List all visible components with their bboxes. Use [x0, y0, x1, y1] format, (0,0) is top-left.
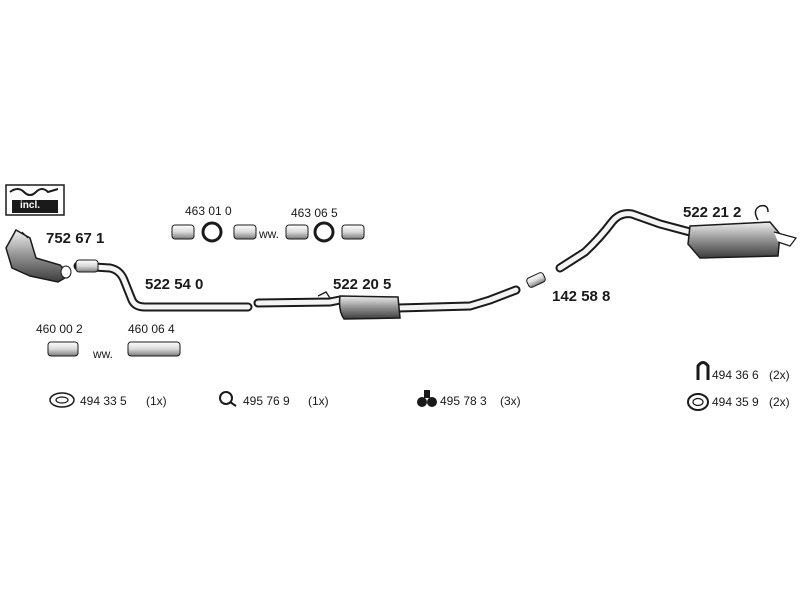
hardware-part-number: 494 36 6	[712, 368, 759, 382]
hook-hanger-icon	[696, 361, 710, 380]
clamp-set-bottom	[47, 341, 181, 357]
clamp-bottom-alt: ww.	[93, 347, 114, 361]
catalyst-part-number: 752 67 1	[46, 230, 105, 247]
clamp-bottom-part-a: 460 00 2	[36, 322, 83, 336]
hardware-part-number: 495 78 3	[440, 394, 487, 408]
hardware-quantity: (2x)	[769, 368, 790, 382]
rear-pipe	[555, 209, 695, 273]
clamp-top-part-a: 463 01 0	[185, 204, 232, 218]
hardware-part-number: 494 33 5	[80, 394, 127, 408]
hardware-part-number: 495 76 9	[243, 394, 290, 408]
middle-silencer-part-number: 522 20 5	[333, 276, 392, 293]
hardware-quantity: (1x)	[308, 394, 329, 408]
middle-silencer	[338, 295, 401, 320]
hardware-quantity: (1x)	[146, 394, 167, 408]
middle-pipe	[253, 285, 521, 313]
hardware-part-number: 494 35 9	[712, 395, 759, 409]
hardware-quantity: (2x)	[769, 395, 790, 409]
rear-silencer	[687, 204, 798, 259]
hardware-quantity: (3x)	[500, 394, 521, 408]
connector-sleeve	[526, 272, 546, 288]
incl-box	[5, 184, 65, 216]
clamp-top-part-b: 463 06 5	[291, 206, 338, 220]
catalytic-converter	[5, 228, 72, 283]
connector-part-number: 142 58 8	[552, 288, 611, 305]
oval-ring-icon	[687, 393, 709, 411]
front-pipe	[73, 259, 253, 312]
clamp-top-alt: ww.	[259, 227, 280, 241]
rubber-mount-icon	[417, 390, 437, 407]
rear-silencer-part-number: 522 21 2	[683, 204, 742, 221]
incl-label: incl.	[20, 200, 41, 211]
clamp-bottom-part-b: 460 06 4	[128, 322, 175, 336]
clamp-set-top	[171, 221, 365, 243]
hanger-clip-icon	[219, 391, 237, 407]
front-pipe-part-number: 522 54 0	[145, 276, 204, 293]
ring-gasket-icon	[49, 392, 75, 408]
